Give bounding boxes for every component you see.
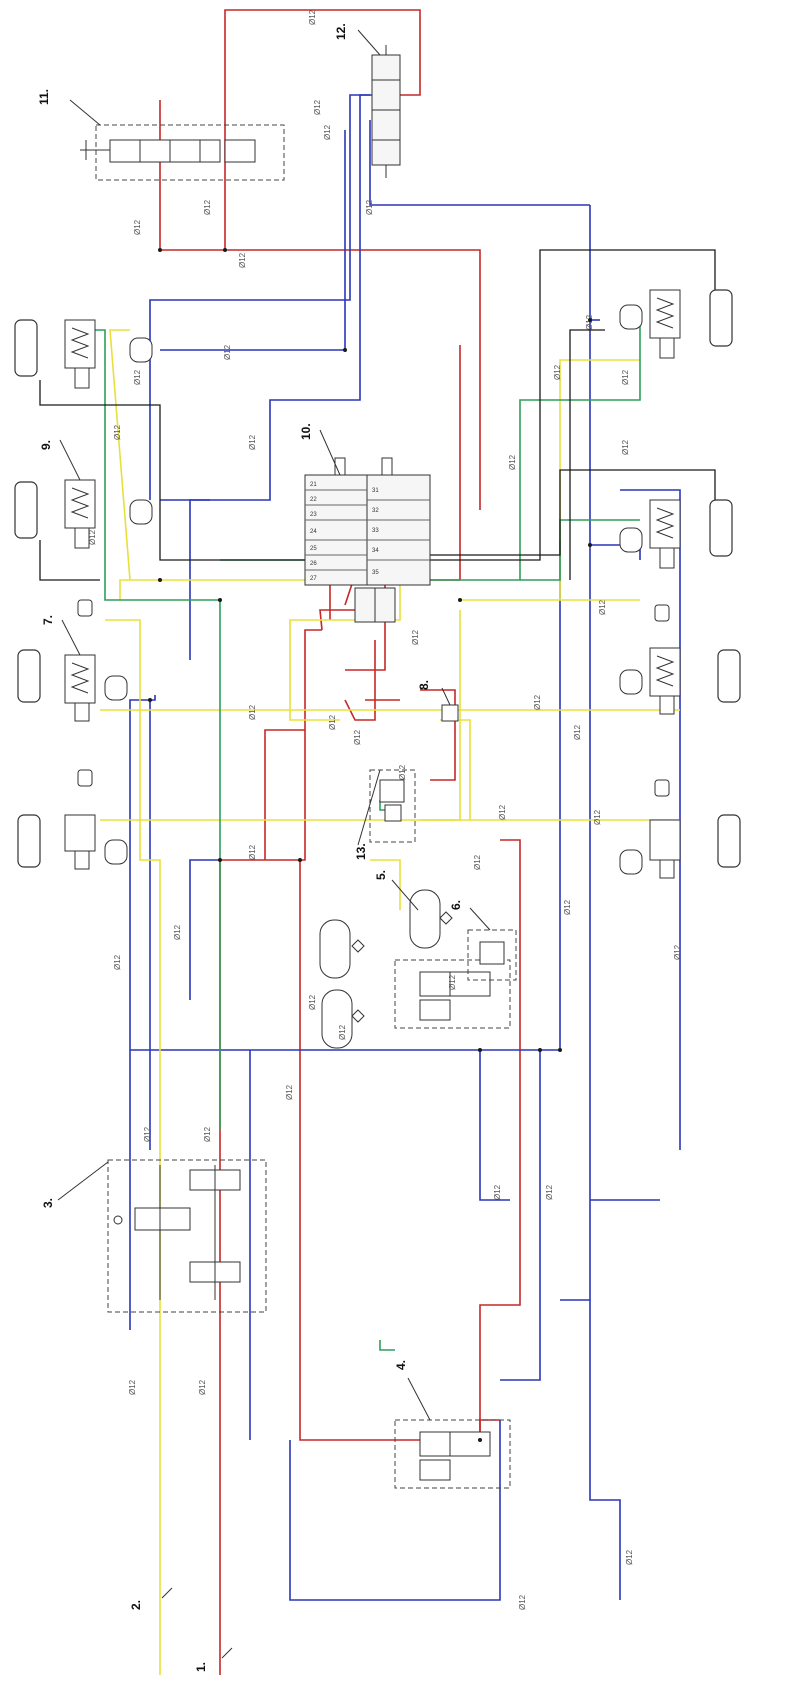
pipe-size-label: Ø12 [353, 729, 362, 745]
pipe-size-label: Ø12 [448, 974, 457, 990]
park-release-valve [394, 959, 511, 1029]
callout-7: 7. [41, 615, 55, 625]
callout-3: 3. [41, 1198, 55, 1208]
pipe-size-label: Ø12 [308, 994, 317, 1010]
callout-2: 2. [129, 1600, 143, 1610]
load-sensing-valve [371, 45, 401, 178]
pipe-size-label: Ø12 [573, 724, 582, 740]
pipe-size-label: Ø12 [133, 369, 142, 385]
pipe-size-label: Ø12 [411, 629, 420, 645]
junction-dots [148, 248, 592, 1442]
module-port-label: 32 [372, 508, 379, 514]
callout-10: 10. [299, 423, 313, 440]
pipe-size-label: Ø12 [621, 369, 630, 385]
blue-control-lines [129, 94, 681, 1601]
callouts: 1. 2. 3. 4. 5. 6. 7. 8. 9. 10. 11. 12. 1… [37, 23, 491, 1672]
air-reservoirs [319, 889, 453, 1049]
tyre-rear-right-inner [709, 499, 733, 557]
pipe-size-label: Ø12 [203, 199, 212, 215]
brake-chambers-left [64, 319, 153, 870]
pipe-size-label: Ø12 [143, 1126, 152, 1142]
pipe-size-label: Ø12 [533, 694, 542, 710]
module-port-label: 34 [372, 548, 379, 554]
module-port-label: 27 [310, 576, 317, 582]
callout-9: 9. [39, 440, 53, 450]
pipe-size-label: Ø12 [133, 219, 142, 235]
module-port-label: 26 [310, 561, 317, 567]
module-port-label: 35 [372, 570, 379, 576]
pipe-size-label: Ø12 [593, 809, 602, 825]
callout-11: 11. [37, 89, 51, 105]
pipe-size-label: Ø12 [585, 314, 594, 330]
pipe-size-label: Ø12 [338, 1024, 347, 1040]
module-port-label: 22 [310, 497, 317, 503]
callout-5: 5. [374, 870, 388, 880]
callout-12: 12. [334, 23, 348, 40]
pipe-size-label: Ø12 [223, 344, 232, 360]
tyre-mid-right [717, 649, 741, 703]
coupling-valve-block [107, 1159, 267, 1313]
pipe-size-label: Ø12 [173, 924, 182, 940]
module-port-label: 25 [310, 546, 317, 552]
line-size-labels: Ø12 Ø12 Ø12 Ø12 Ø12 Ø12 Ø12 Ø12 Ø12 Ø12 … [88, 9, 682, 1610]
relay-modulator [354, 587, 396, 623]
module-port-label: 31 [372, 488, 379, 494]
pipe-size-label: Ø12 [248, 844, 257, 860]
pipe-size-label: Ø12 [545, 1184, 554, 1200]
pipe-size-label: Ø12 [113, 954, 122, 970]
pipe-size-label: Ø12 [203, 1126, 212, 1142]
tyre-rear-right-outer [709, 289, 733, 347]
module-port-label: 24 [310, 529, 317, 535]
pipe-size-label: Ø12 [88, 529, 97, 545]
pipe-size-label: Ø12 [553, 364, 562, 380]
shunt-valve [394, 1419, 511, 1489]
pipe-size-label: Ø12 [498, 804, 507, 820]
pipe-size-label: Ø12 [248, 434, 257, 450]
pipe-size-label: Ø12 [493, 1184, 502, 1200]
tyre-mid-left [17, 649, 41, 703]
pipe-size-label: Ø12 [328, 714, 337, 730]
pipe-size-label: Ø12 [248, 704, 257, 720]
pipe-size-label: Ø12 [313, 99, 322, 115]
pipe-size-label: Ø12 [308, 9, 317, 25]
pipe-size-label: Ø12 [323, 124, 332, 140]
ebs-control-module: 21 22 23 24 25 26 27 31 32 33 34 35 [304, 457, 431, 586]
tyre-rear-left-outer [14, 319, 38, 377]
pipe-size-label: Ø12 [625, 1549, 634, 1565]
pipe-size-label: Ø12 [473, 854, 482, 870]
pipe-size-label: Ø12 [113, 424, 122, 440]
pipe-size-label: Ø12 [128, 1379, 137, 1395]
tyre-front-right [717, 814, 741, 868]
pipe-size-label: Ø12 [198, 1379, 207, 1395]
callout-8: 8. [417, 680, 431, 690]
module-port-label: 21 [310, 482, 317, 488]
pipe-size-label: Ø12 [621, 439, 630, 455]
pipe-size-label: Ø12 [563, 899, 572, 915]
callout-4: 4. [394, 1360, 408, 1370]
callout-13: 13. [354, 843, 368, 860]
pipe-size-label: Ø12 [518, 1594, 527, 1610]
brake-chambers-right [619, 289, 681, 879]
trailer-control-valve [80, 124, 285, 181]
pipe-size-label: Ø12 [238, 252, 247, 268]
pipe-size-label: Ø12 [508, 454, 517, 470]
pipe-size-label: Ø12 [398, 764, 407, 780]
tyres [14, 289, 741, 868]
auxiliary-valves [369, 704, 517, 981]
black-signal-lines [39, 249, 716, 581]
module-port-label: 33 [372, 528, 379, 534]
tyre-front-left [17, 814, 41, 868]
callout-6: 6. [449, 900, 463, 910]
pipe-size-label: Ø12 [673, 944, 682, 960]
pipe-size-label: Ø12 [365, 199, 374, 215]
module-port-label: 23 [310, 512, 317, 518]
callout-1: 1. [194, 1662, 208, 1672]
tyre-rear-left-inner [14, 481, 38, 539]
pipe-size-label: Ø12 [285, 1084, 294, 1100]
pipe-size-label: Ø12 [598, 599, 607, 615]
